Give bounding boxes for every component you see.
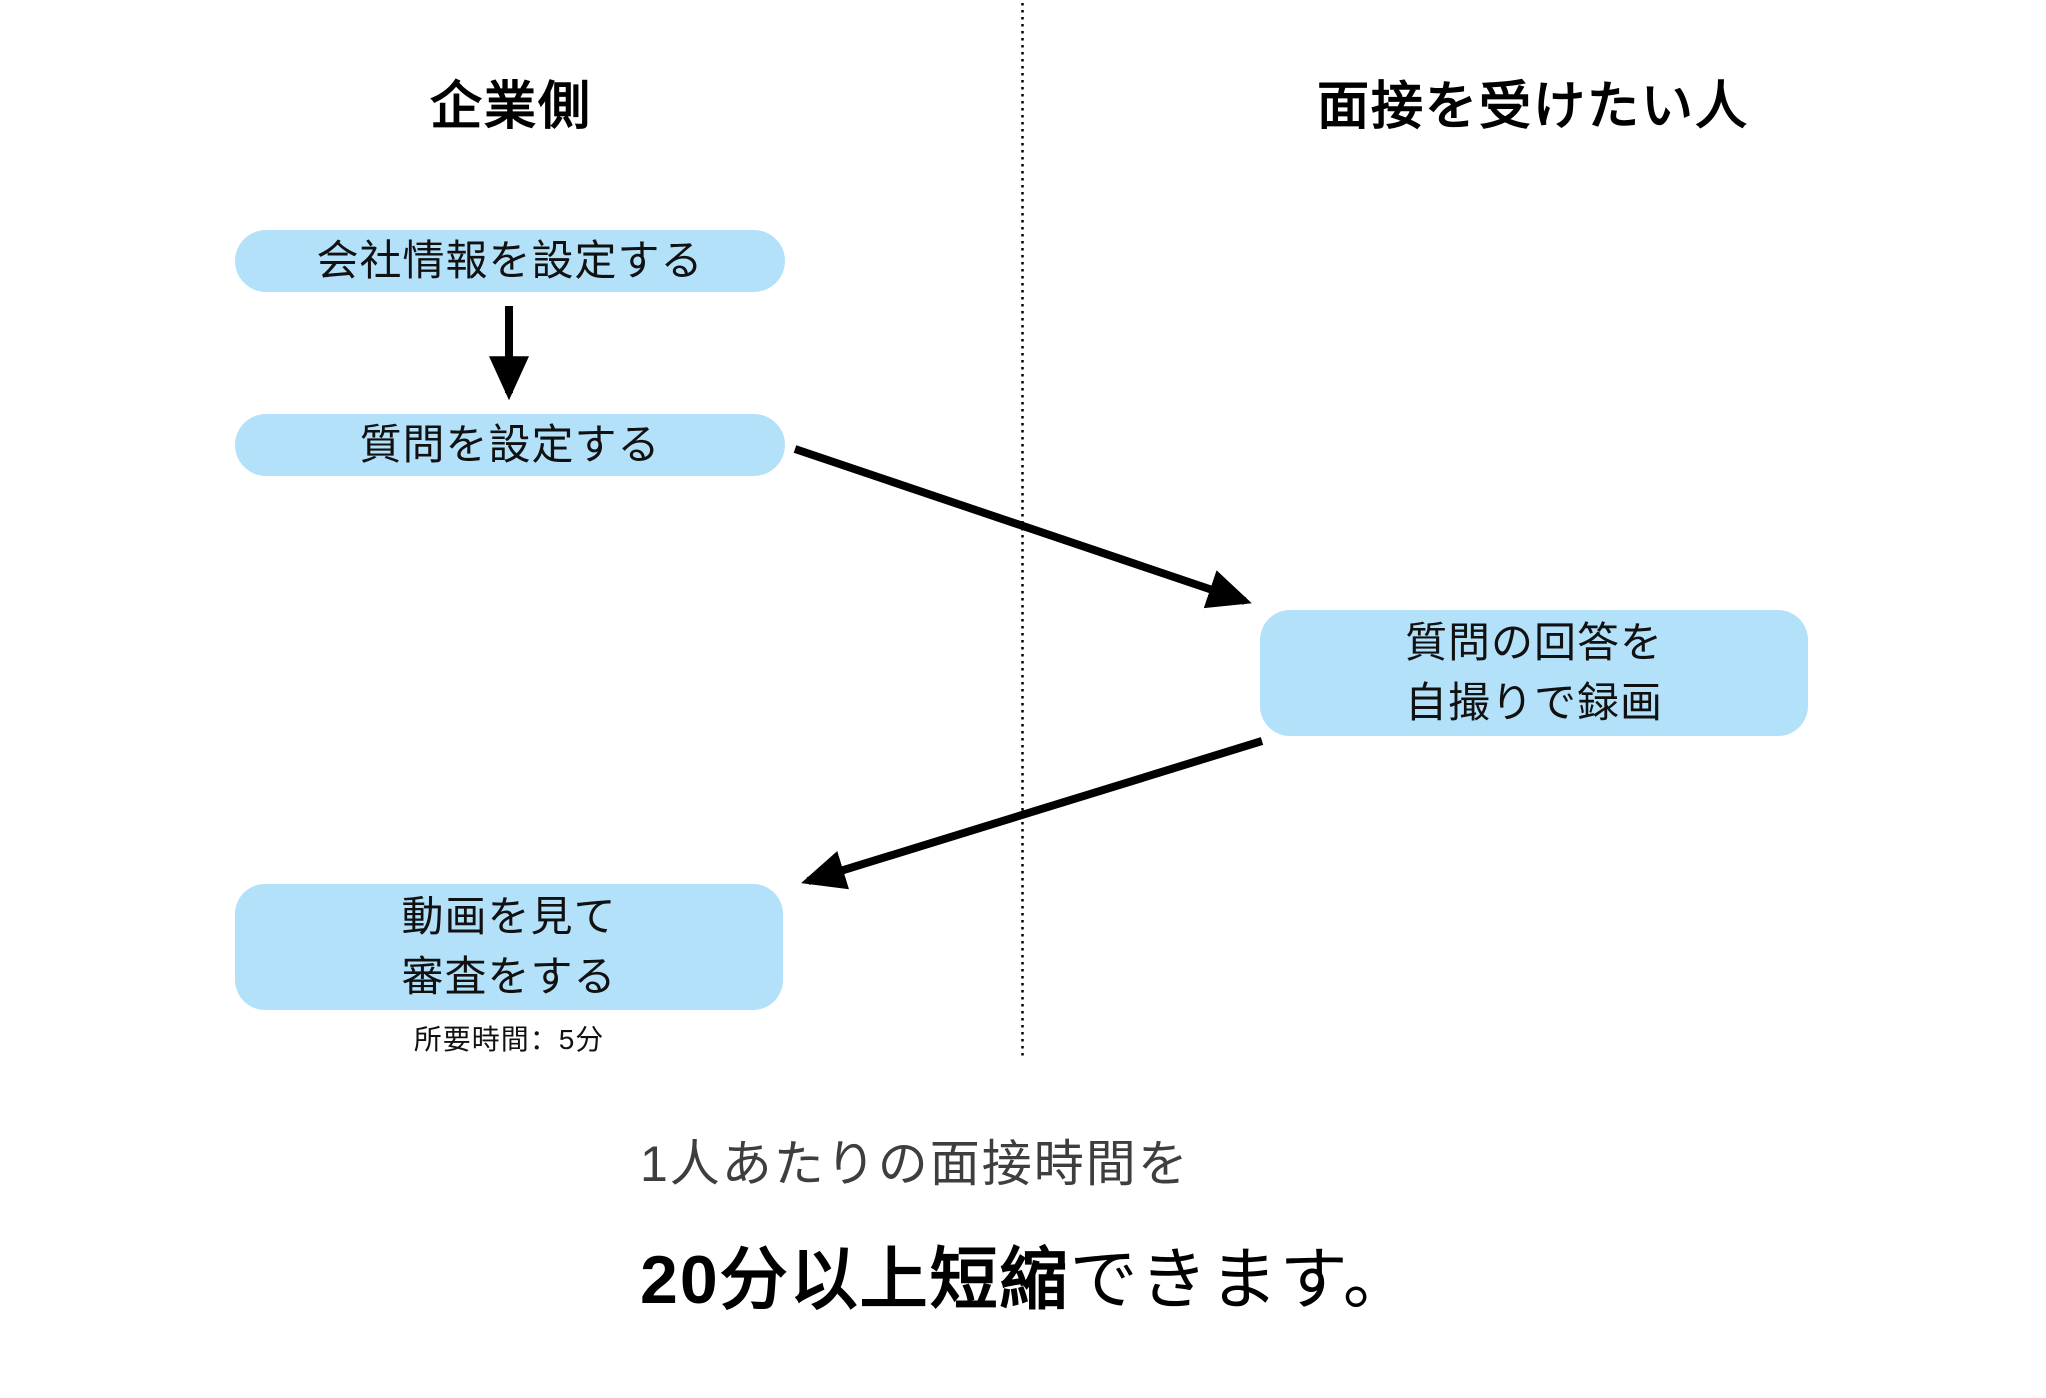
node-setup-questions-label: 質問を設定する (359, 421, 661, 468)
footer-line2-rest: できます。 (1069, 1242, 1413, 1318)
node-record-answers-line1: 質問の回答を (1404, 619, 1663, 666)
interviewee-column-title: 面接を受けたい人 (1316, 78, 1749, 136)
node-record-answers-line2: 自撮りで録画 (1404, 679, 1663, 726)
node-record-answers: 質問の回答を 自撮りで録画 (1260, 610, 1808, 736)
footer-line2: 20分以上短縮できます。 (640, 1224, 1413, 1323)
arrow-to-company-icon (801, 737, 1264, 890)
node-review-videos: 動画を見て 審査をする (235, 884, 783, 1010)
review-duration-note: 所要時間：5分 (413, 1024, 605, 1055)
footer-line2-emphasis: 20分以上短縮 (640, 1242, 1070, 1318)
footer-line1: 1人あたりの面接時間を (640, 1136, 1190, 1192)
arrow-to-interviewee-icon (793, 445, 1252, 609)
node-review-videos-line2: 審査をする (401, 953, 617, 1000)
node-setup-company-info-label: 会社情報を設定する (316, 237, 704, 284)
node-setup-questions: 質問を設定する (235, 414, 785, 476)
node-review-videos-line1: 動画を見て (401, 893, 617, 940)
footer-message: 1人あたりの面接時間を 20分以上短縮できます。 (640, 1124, 1413, 1323)
company-column-title: 企業側 (429, 78, 592, 136)
node-setup-company-info: 会社情報を設定する (235, 230, 785, 292)
